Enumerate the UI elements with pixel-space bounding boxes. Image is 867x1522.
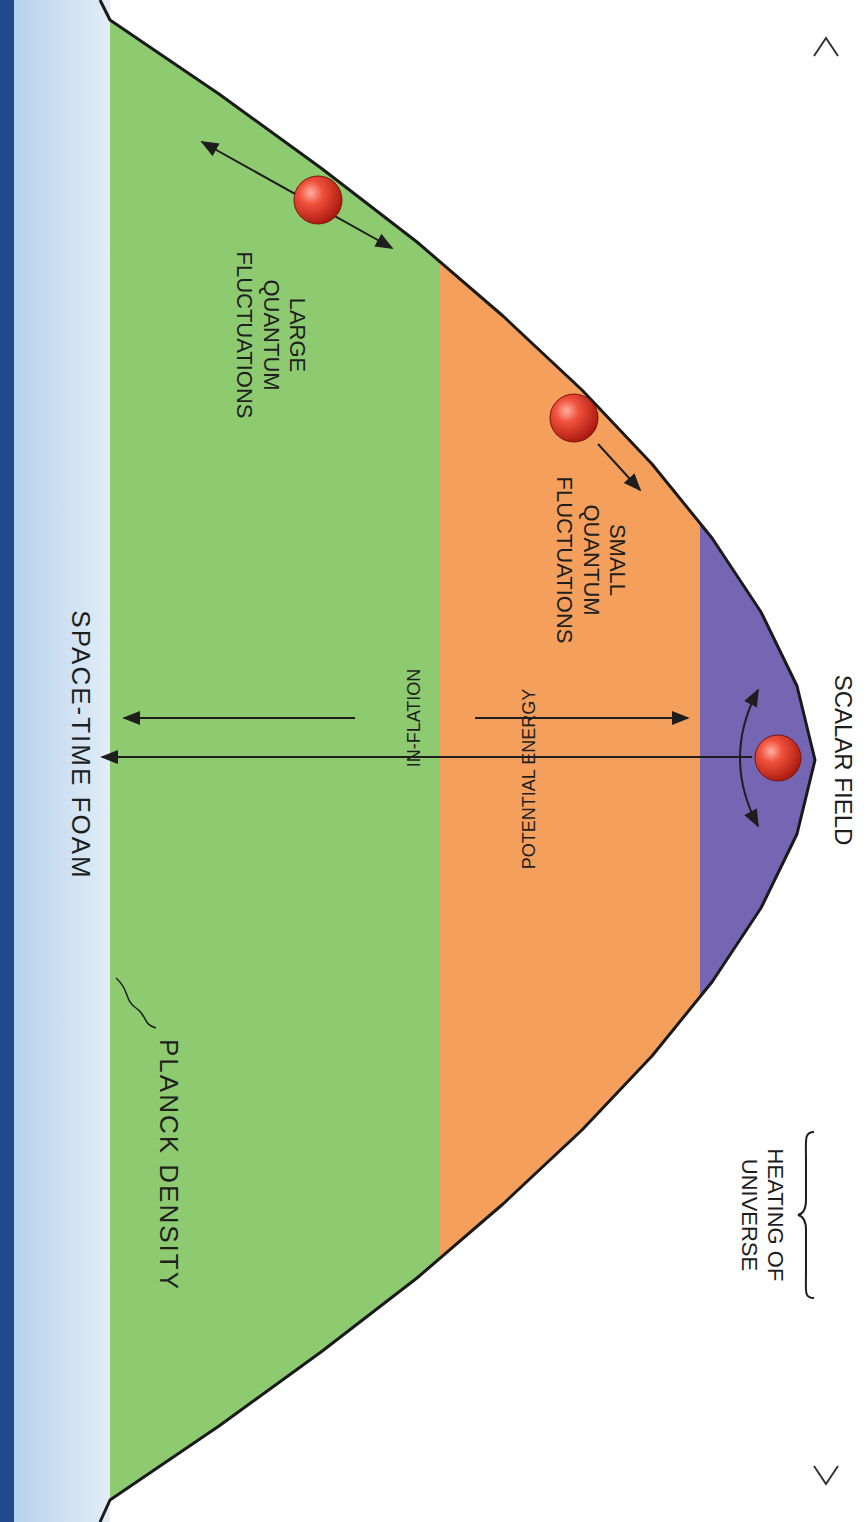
green-band	[110, 0, 440, 1522]
band-label: SPACE-TIME FOAM	[64, 610, 95, 879]
orange-band	[440, 0, 700, 1522]
axis-label: POTENTIAL ENERGY	[519, 689, 541, 869]
arrow-label: IN-FLATION	[404, 669, 426, 768]
field-ball	[550, 394, 598, 442]
field-ball	[294, 176, 342, 224]
fluctuation-arrow	[202, 142, 392, 248]
stage-label: HEATING OF UNIVERSE	[736, 1138, 789, 1293]
axis-chevron	[814, 38, 838, 56]
leader-line	[116, 978, 156, 1028]
page-border	[0, 0, 14, 1522]
fluctuation-label: SMALL QUANTUM FLUCTUATIONS	[550, 470, 629, 650]
fluctuation-label: LARGE QUANTUM FLUCTUATIONS	[230, 245, 309, 425]
foam-band	[14, 0, 110, 1522]
purple-band	[700, 0, 867, 1522]
inflation-arrow	[124, 717, 355, 719]
energy-axis	[102, 756, 752, 758]
potential-well-fill	[110, 0, 867, 1522]
curly-brace	[798, 1132, 814, 1298]
field-ball	[755, 735, 801, 781]
inflation-arrow	[475, 717, 688, 719]
axis-chevron	[814, 1466, 838, 1484]
fluctuation-arrow	[598, 444, 640, 490]
potential-curve	[100, 0, 815, 1522]
density-label: PLANCK DENSITY	[152, 1039, 183, 1291]
axis-label: SCALAR FIELD	[829, 675, 858, 846]
